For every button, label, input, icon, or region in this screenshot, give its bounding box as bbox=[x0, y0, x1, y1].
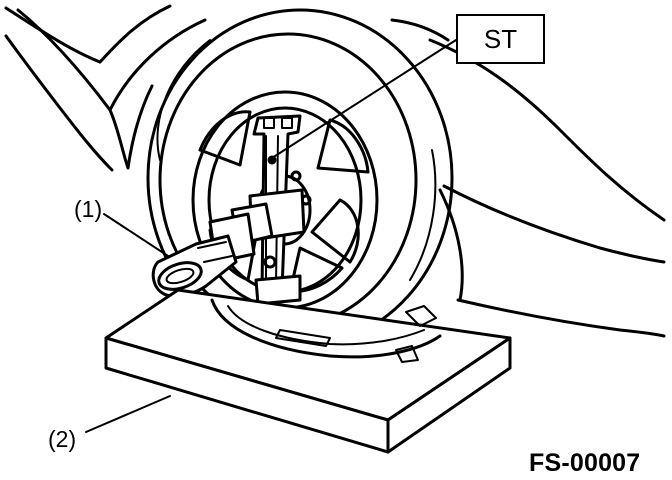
part-1-label: (1) bbox=[74, 196, 103, 222]
figure-code-label: FS-00007 bbox=[529, 449, 641, 477]
st-label: ST bbox=[483, 24, 518, 54]
car-fender bbox=[4, 4, 207, 172]
leader-1 bbox=[103, 213, 169, 257]
base-block bbox=[104, 288, 512, 454]
part-2-label: (2) bbox=[48, 426, 77, 452]
leader-st bbox=[271, 39, 457, 159]
st-callout-box: ST bbox=[456, 14, 545, 64]
wrench-handle bbox=[151, 202, 274, 298]
leader-2 bbox=[85, 395, 171, 433]
car-body-right bbox=[390, 18, 666, 338]
leader-lines bbox=[85, 39, 457, 433]
